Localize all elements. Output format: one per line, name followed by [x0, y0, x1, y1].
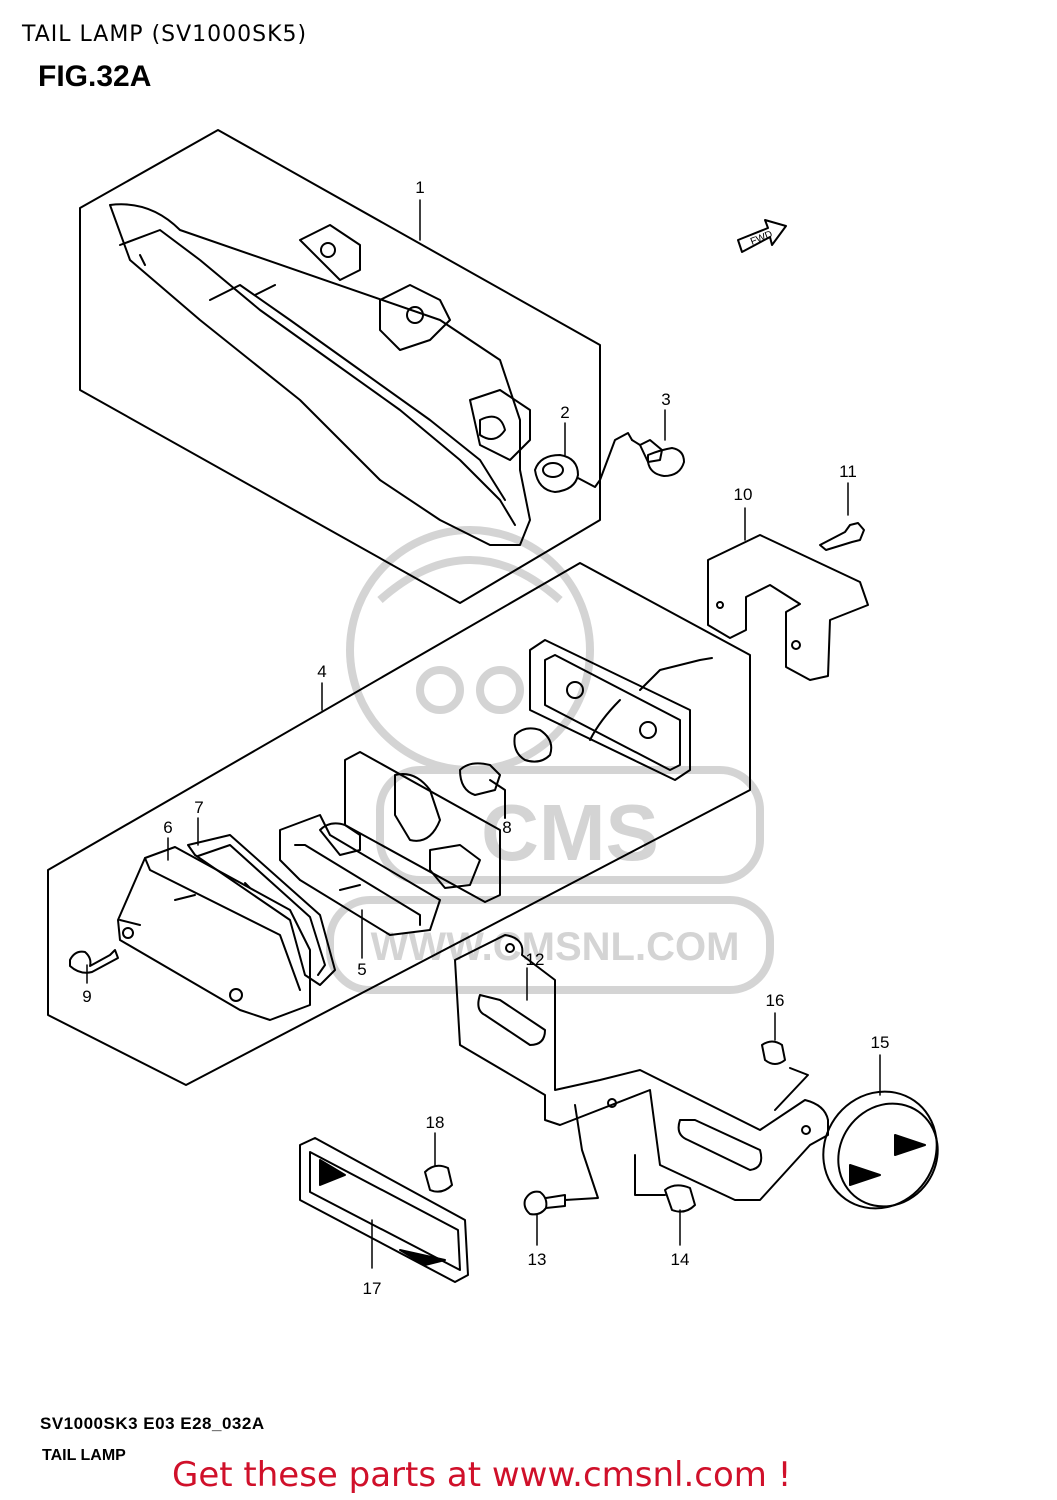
part-4-lamp-plate	[529, 639, 713, 781]
part-1-group-box	[79, 129, 601, 604]
part-10-bracket	[707, 534, 869, 681]
part-15-round-reflector	[822, 1090, 939, 1210]
part-7-gasket	[187, 834, 336, 986]
callout-7: 7	[194, 798, 203, 817]
diagram-name: TAIL LAMP	[42, 1447, 126, 1464]
callout-18: 18	[426, 1113, 445, 1132]
callout-5: 5	[357, 960, 366, 979]
callout-1: 1	[415, 178, 424, 197]
watermark: CMS WWW.CMSNL.COM	[326, 526, 774, 994]
part-18-nut	[424, 1164, 453, 1193]
callout-16: 16	[766, 991, 785, 1010]
watermark-brand: CMS	[481, 788, 659, 877]
part-11-screw	[819, 522, 865, 551]
figure-label: FIG.32A	[38, 60, 152, 93]
callout-numbers: 1 2 3 4 5 6 7 8 9 10 11 12 13 14 15 16 1…	[82, 178, 889, 1298]
callout-8: 8	[502, 818, 511, 837]
part-9-screw	[69, 949, 119, 974]
callout-2: 2	[560, 403, 569, 422]
callout-17: 17	[363, 1279, 382, 1298]
parts-cta-link[interactable]: Get these parts at www.cmsnl.com !	[172, 1455, 792, 1495]
watermark-mascot-icon	[346, 526, 594, 774]
part-17-side-reflector	[299, 1137, 469, 1283]
part-1-tail-lamp-housing	[109, 203, 531, 546]
part-12-plate-bracket	[454, 934, 829, 1201]
fwd-arrow-icon	[737, 219, 787, 253]
callout-15: 15	[871, 1033, 890, 1052]
callout-14: 14	[671, 1250, 690, 1269]
callout-12: 12	[526, 950, 545, 969]
callout-6: 6	[163, 818, 172, 837]
diagram-code: SV1000SK3 E03 E28_032A	[40, 1414, 265, 1433]
part-13-screw	[523, 1190, 566, 1216]
part-2-grommet	[534, 454, 579, 493]
callout-3: 3	[661, 390, 670, 409]
page-title: TAIL LAMP (SV1000SK5)	[22, 22, 308, 47]
callout-10: 10	[734, 485, 753, 504]
leader-lines	[86, 199, 881, 1269]
part-16-nut	[761, 1040, 786, 1065]
fwd-label: FWD	[749, 229, 774, 248]
callout-13: 13	[528, 1250, 547, 1269]
part-3-screw	[631, 439, 685, 477]
part-8-bulb	[459, 727, 553, 796]
part-14-nut	[664, 1184, 696, 1213]
part-5-lens-holder	[279, 751, 501, 936]
part-4-group-box	[47, 562, 751, 1086]
callout-9: 9	[82, 987, 91, 1006]
callout-4: 4	[317, 662, 326, 681]
part-6-lens	[117, 846, 311, 1021]
watermark-url: WWW.CMSNL.COM	[371, 925, 740, 969]
callout-11: 11	[839, 462, 857, 481]
